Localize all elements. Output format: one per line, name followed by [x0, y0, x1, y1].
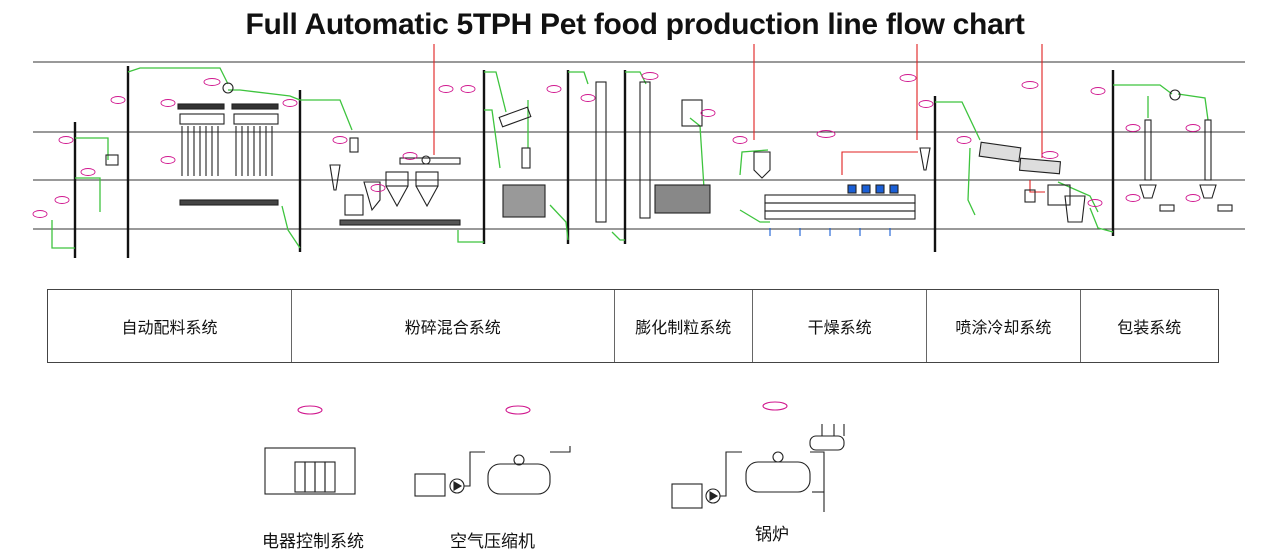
electrical-control-cabinet — [264, 405, 356, 495]
grinding-mixing-equipment — [329, 137, 461, 226]
system-extrusion: 膨化制粒系统 — [615, 290, 753, 362]
system-auto-batching: 自动配料系统 — [48, 290, 292, 362]
building-columns — [73, 66, 1115, 258]
boiler-unit — [671, 401, 845, 512]
system-coating-cooling: 喷涂冷却系统 — [927, 290, 1081, 362]
system-packing: 包装系统 — [1117, 318, 1182, 337]
system-grinding-mixing: 粉碎混合系统 — [292, 290, 615, 362]
batching-silos — [105, 82, 279, 206]
equipment-tags — [32, 72, 1201, 218]
extruder — [498, 81, 711, 223]
system-sections-table: 自动配料系统 粉碎混合系统 膨化制粒系统 干燥系统 喷涂冷却系统 包装系统 — [47, 289, 1219, 363]
dryer — [753, 147, 931, 236]
floor-lines — [33, 61, 1245, 230]
signal-lines — [433, 44, 1045, 193]
air-compressor-unit — [414, 405, 571, 497]
page-title: Full Automatic 5TPH Pet food production … — [245, 8, 1025, 41]
coating-cooling-equipment — [978, 141, 1086, 223]
system-drying: 干燥系统 — [753, 290, 928, 362]
air-compressor-label: 空气压缩机 — [450, 532, 535, 552]
electrical-control-label: 电器控制系统 — [262, 532, 364, 552]
packing-scales — [1139, 89, 1233, 212]
conveying-pipes — [51, 67, 1209, 249]
boiler-label: 锅炉 — [755, 525, 789, 545]
